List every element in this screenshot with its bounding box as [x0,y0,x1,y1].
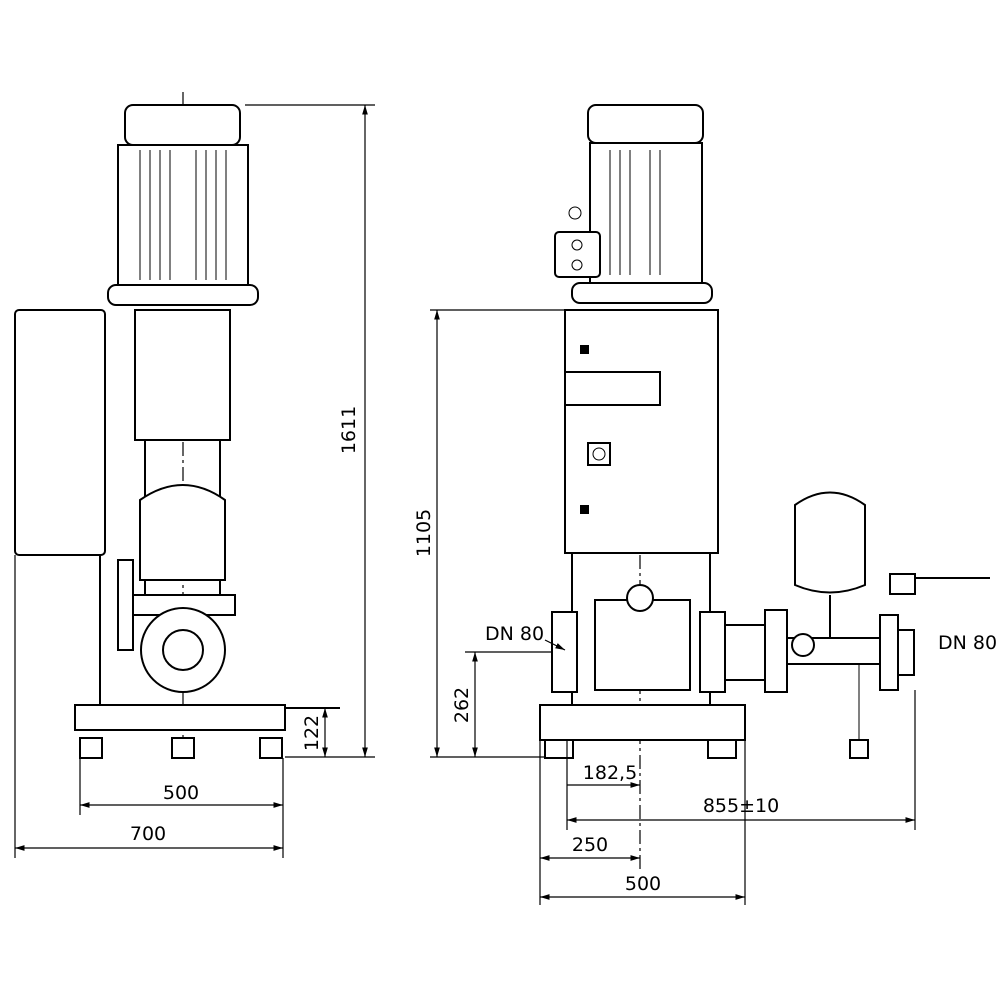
dim-500-front: 500 [625,873,661,895]
dim-500-side: 500 [163,782,199,804]
dim-1105: 1105 [413,509,435,557]
dim-122: 122 [301,715,323,751]
outlet-dn80-label: DN 80 [938,632,997,654]
dim-855: 855±10 [703,795,779,817]
display-panel [564,371,661,406]
motor [554,104,713,304]
base-frame [539,704,746,759]
dim-250: 250 [572,834,608,856]
pressure-tank [139,484,226,581]
pump-housing [117,559,236,693]
pressure-tank [794,491,866,594]
dim-700: 700 [130,823,166,845]
main-switch [587,442,611,466]
inlet-dn80-label: DN 80 [485,623,544,645]
pressure-gauge [626,584,654,612]
control-cabinet [14,309,106,556]
side-view: 1611 122 500 700 [14,92,375,858]
base-frame [74,704,340,759]
outlet-flange [699,611,726,693]
motor [107,104,259,306]
pump-housing [551,584,788,693]
inlet-flange [551,611,578,693]
dim-182-5: 182,5 [583,762,637,784]
discharge-manifold [786,573,990,759]
dim-262: 262 [451,687,473,723]
motor-lantern [134,309,231,441]
control-cabinet [564,309,719,554]
dim-1611: 1611 [338,406,360,454]
terminal-box [554,231,601,278]
front-view: 1105 262 DN 80 DN 80 182,5 855±10 250 50… [413,104,997,905]
